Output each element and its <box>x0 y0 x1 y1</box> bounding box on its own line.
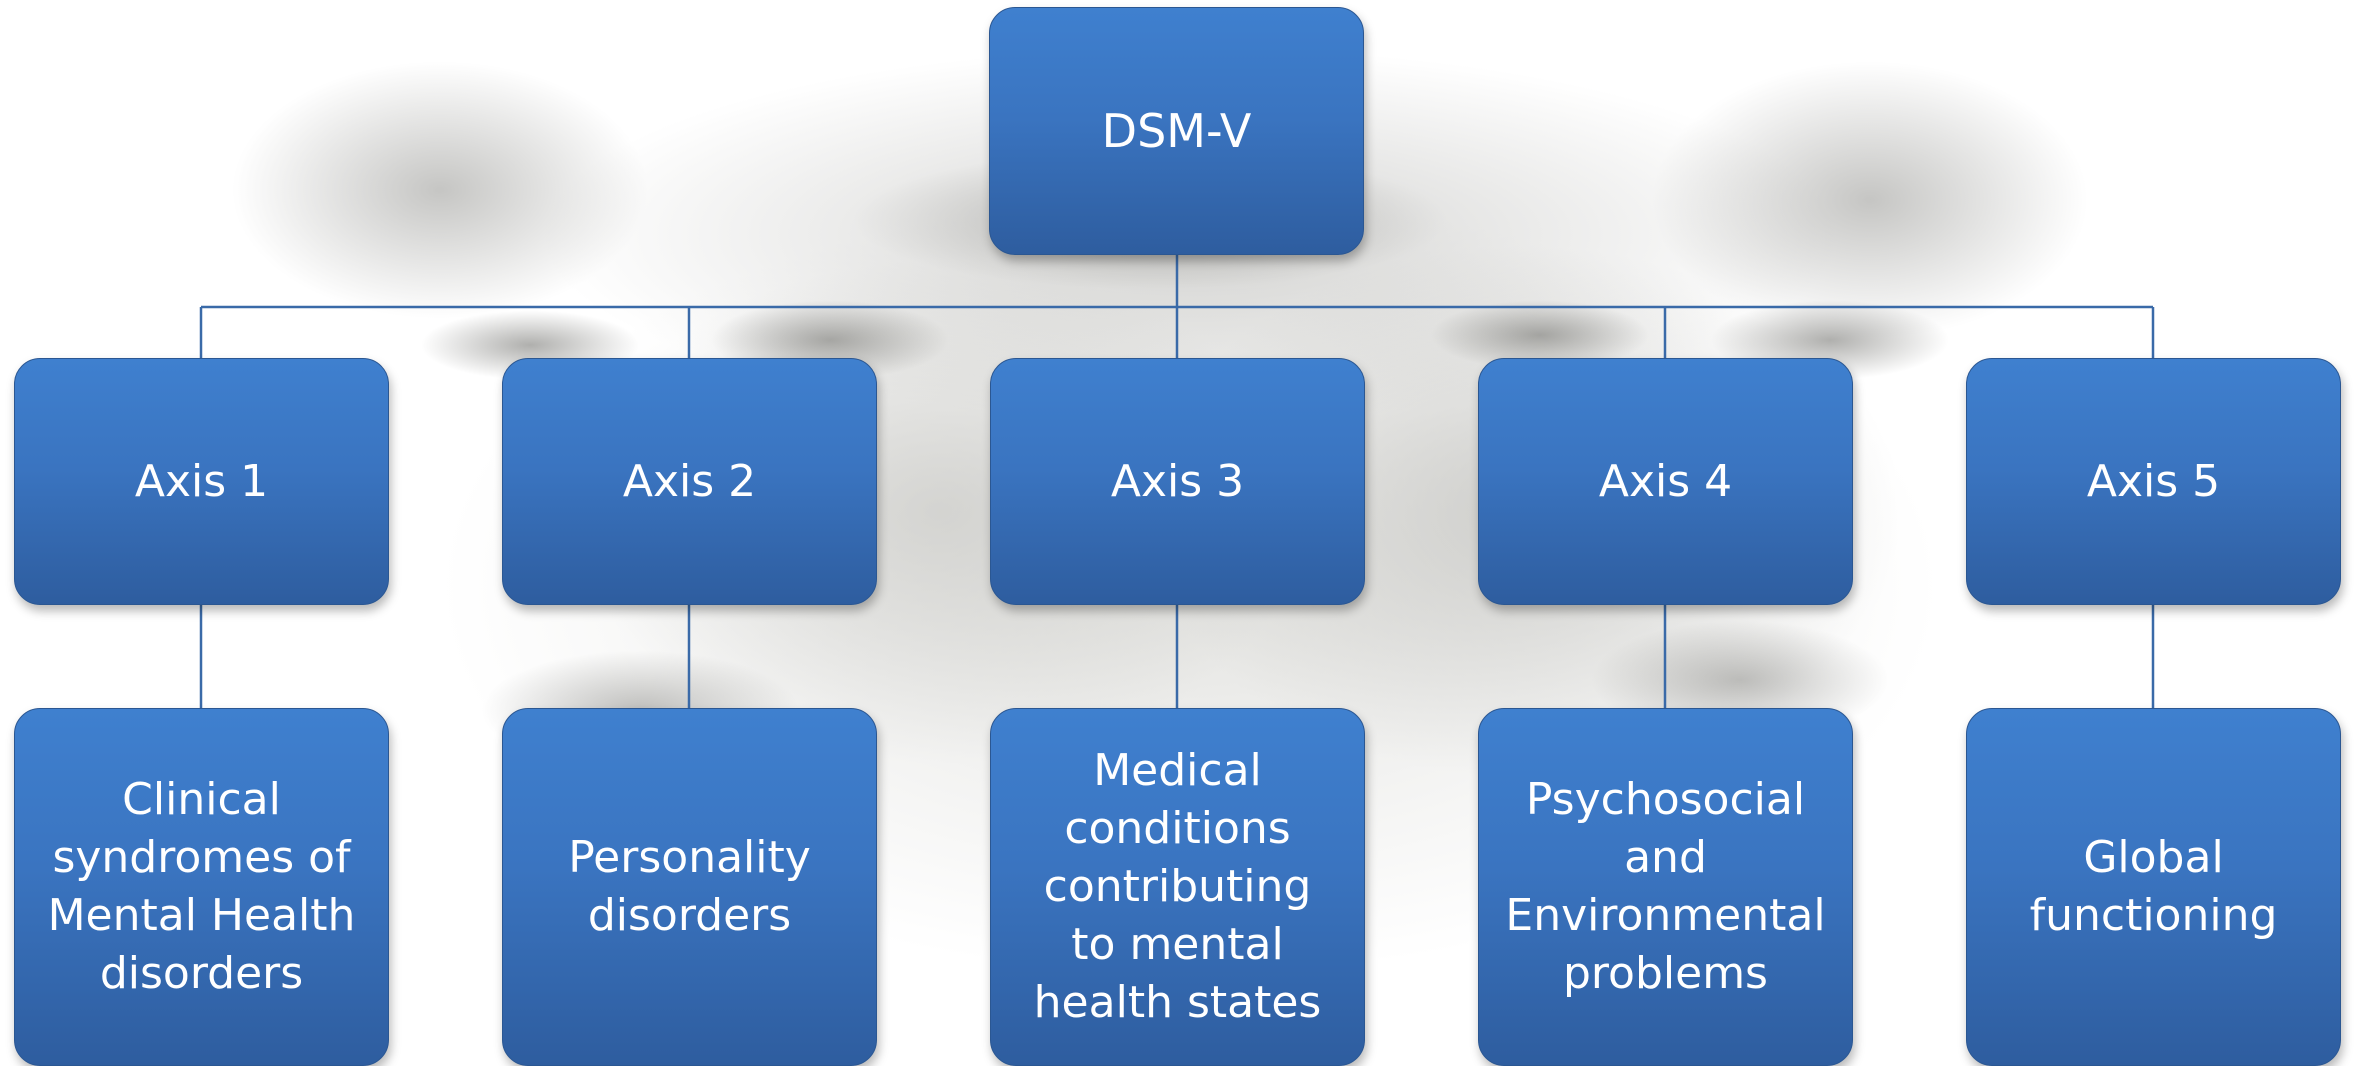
axis-node-5: Axis 5 <box>1966 358 2341 605</box>
root-node-dsm-v: DSM-V <box>989 7 1364 255</box>
description-text: Medical conditions contributing to menta… <box>1033 745 1322 1028</box>
description-node-axis-3: Medical conditions contributing to menta… <box>990 708 1365 1066</box>
description-text: Psychosocial and Environmental problems <box>1505 774 1826 999</box>
axis-node-2: Axis 2 <box>502 358 877 605</box>
axis-node-label: Axis 2 <box>622 455 757 507</box>
axis-node-3: Axis 3 <box>990 358 1365 605</box>
axis-node-4: Axis 4 <box>1478 358 1853 605</box>
description-node-axis-2: Personality disorders <box>502 708 877 1066</box>
description-text: Clinical syndromes of Mental Health diso… <box>47 774 356 999</box>
description-text: Personality disorders <box>568 832 811 941</box>
description-text: Global functioning <box>2029 832 2278 941</box>
axis-node-label: Axis 4 <box>1598 455 1733 507</box>
description-node-axis-5: Global functioning <box>1966 708 2341 1066</box>
description-node-axis-1: Clinical syndromes of Mental Health diso… <box>14 708 389 1066</box>
root-node-label: DSM-V <box>1101 104 1252 158</box>
description-node-axis-4: Psychosocial and Environmental problems <box>1478 708 1853 1066</box>
axis-node-label: Axis 3 <box>1110 455 1245 507</box>
axis-node-label: Axis 1 <box>134 455 269 507</box>
axis-node-label: Axis 5 <box>2086 455 2221 507</box>
axis-node-1: Axis 1 <box>14 358 389 605</box>
